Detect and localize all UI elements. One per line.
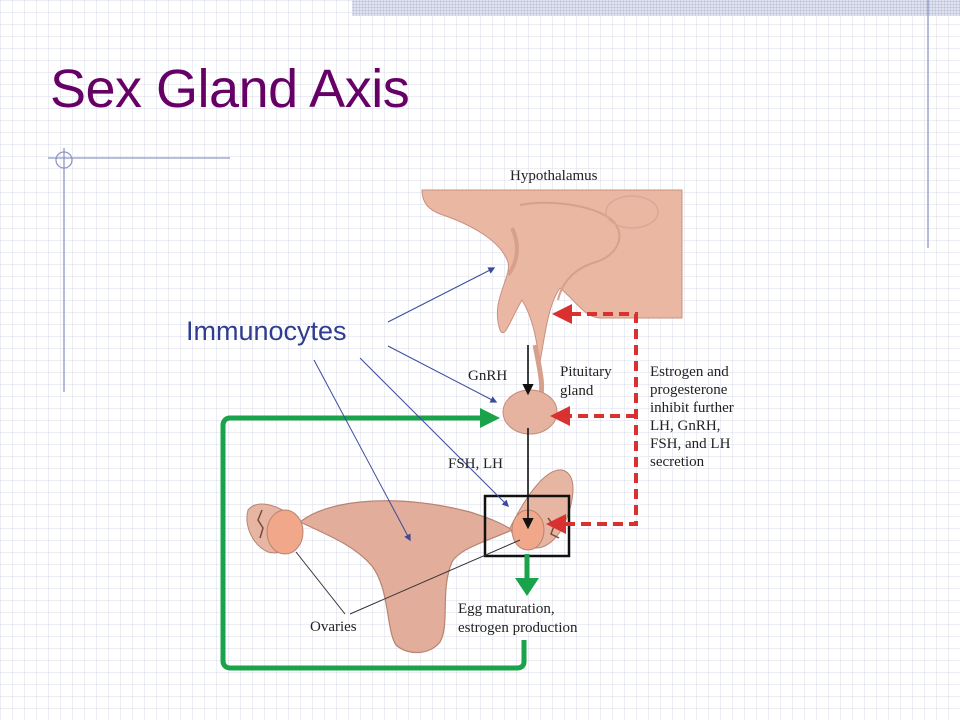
feedback-label-line3: inhibit further bbox=[650, 400, 734, 416]
slide-title: Sex Gland Axis bbox=[50, 59, 410, 119]
fsh-lh-label: FSH, LH bbox=[448, 456, 503, 472]
feedback-label-line6: secretion bbox=[650, 454, 705, 470]
ovaries-label: Ovaries bbox=[310, 619, 357, 635]
feedback-label-line4: LH, GnRH, bbox=[650, 418, 720, 434]
uterus-ovaries bbox=[246, 469, 574, 654]
ovaries-leaders bbox=[295, 539, 521, 615]
hypothalamus-tissue bbox=[421, 189, 683, 363]
hypothalamus-label: Hypothalamus bbox=[510, 168, 598, 184]
header-band bbox=[352, 0, 960, 16]
egg-label-line2: estrogen production bbox=[458, 620, 578, 636]
rule-circle bbox=[55, 151, 73, 169]
feedback-label-line1: Estrogen and bbox=[650, 364, 729, 380]
output-arrows bbox=[220, 408, 539, 671]
pituitary-label-line2: gland bbox=[560, 383, 594, 399]
immunocyte-arrows bbox=[313, 267, 509, 542]
immunocytes-callout: Immunocytes bbox=[186, 316, 347, 346]
pituitary-label-line1: Pituitary bbox=[560, 364, 612, 380]
gnrh-label: GnRH bbox=[468, 368, 507, 384]
pituitary-gland bbox=[502, 344, 558, 435]
feedback-label-line5: FSH, and LH bbox=[650, 436, 731, 452]
feedback-arrows bbox=[546, 304, 638, 534]
feedback-label-line2: progesterone bbox=[650, 382, 728, 398]
egg-label-line1: Egg maturation, bbox=[458, 601, 555, 617]
